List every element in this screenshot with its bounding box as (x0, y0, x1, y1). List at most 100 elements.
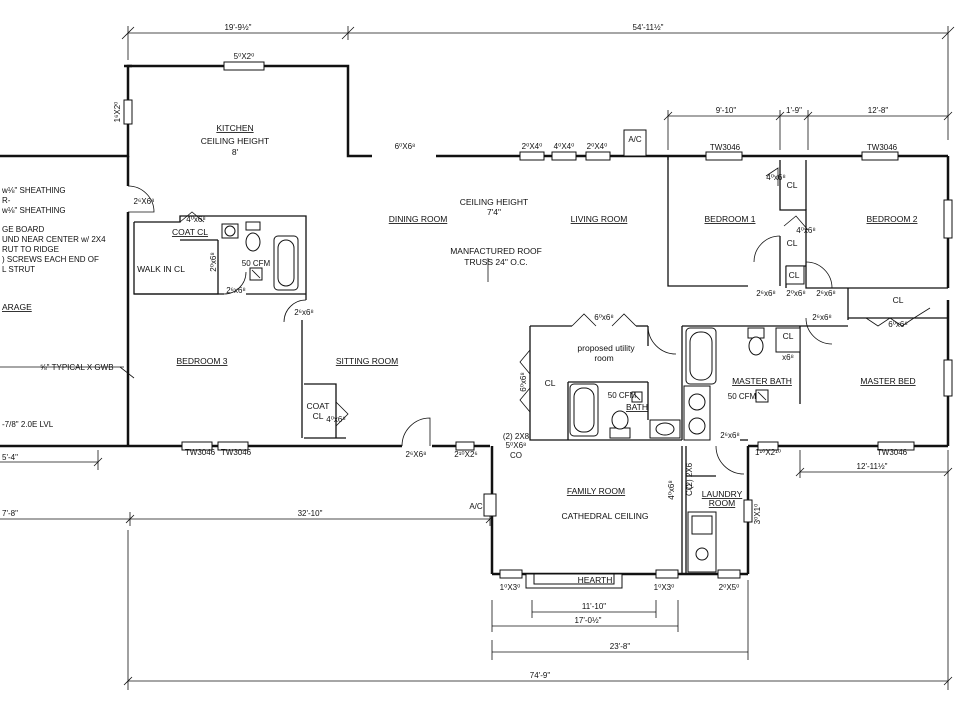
door-coat-label: 4⁰x6⁸ (186, 215, 205, 224)
bedroom-3-label: BEDROOM 3 (176, 356, 227, 366)
walk-in-closet-label: WALK IN CL (137, 264, 185, 274)
door-laundry-2-label: 2⁶x6⁸ (720, 431, 740, 440)
fixtures (221, 221, 805, 589)
dim-top-right: 54'-11½" (633, 23, 664, 32)
kitchen-ceiling-label: CEILING HEIGHT (201, 136, 269, 146)
dim-total: 74'-9" (530, 671, 551, 680)
closet-small-label: CL (789, 270, 800, 280)
dining-room-label: DINING ROOM (389, 214, 448, 224)
note-sheathing-1: w⅛" SHEATHING (1, 186, 66, 195)
dim-left-4: 5'-4" (2, 453, 18, 462)
window-bed3-b-label: TW3046 (221, 448, 252, 457)
door-util-closet-label: 6⁰x6⁸ (519, 372, 528, 391)
note-board-4: ) SCREWS EACH END OF (2, 255, 99, 264)
utility-room-label-2: room (594, 353, 613, 363)
door-closet-small-label: 2⁰x6⁸ (786, 289, 805, 298)
window-bed3-a-label: TW3046 (185, 448, 216, 457)
roof-note-2: TRUSS 24" O.C. (464, 257, 527, 267)
door-bed2-label: 2⁶x6⁸ (816, 289, 836, 298)
kitchen-label: KITCHEN (216, 123, 253, 133)
door-slider-label: 6⁰X6⁸ (395, 142, 416, 151)
note-sheathing-2: R- (2, 196, 11, 205)
dimension-lines (0, 26, 955, 690)
window-laundry-label: 3⁰X1⁰ (753, 504, 762, 525)
coat-cl-label: CL (313, 411, 324, 421)
dim-family-23: 23'-8" (610, 642, 631, 651)
dim-gap: 1'-9" (786, 106, 802, 115)
dim-hearth-11: 11'-10" (582, 602, 606, 611)
note-board-5: L STRUT (2, 265, 35, 274)
door-bed3-label: 2⁶x6⁸ (294, 308, 314, 317)
window-kitchen-label: 5⁰X2⁰ (234, 52, 255, 61)
door-util-label: 6⁰x6⁸ (594, 313, 613, 322)
hearth-label: HEARTH (578, 575, 613, 585)
coat-closet-label: COAT CL (172, 227, 208, 237)
door-bath3-label: 2⁰x6⁸ (209, 252, 218, 271)
kitchen-ceiling-value: 8' (232, 147, 239, 157)
room-labels: KITCHEN CEILING HEIGHT 8' DINING ROOM LI… (137, 123, 918, 585)
closet-bath-label: CL (783, 331, 794, 341)
dim-bedroom-2: 12'-8" (868, 106, 889, 115)
door-master-closet-label: 6⁰x6⁸ (888, 320, 907, 329)
ac-side-label: A/C (469, 502, 483, 511)
closet-util-label: CL (545, 378, 556, 388)
note-garage: ARAGE (2, 302, 32, 312)
dim-mid-32: 32'-10" (298, 509, 323, 518)
door-closet-bed1-label: 4⁰x6⁸ (766, 173, 785, 182)
note-sheathing-3: w⅛" SHEATHING (1, 206, 66, 215)
door-walkin-label: 2⁶x6⁸ (226, 286, 246, 295)
window-4x4-label: 4⁰X4⁰ (554, 142, 575, 151)
note-board-3: RUT TO RIDGE (2, 245, 59, 254)
bath-label: BATH (626, 402, 648, 412)
bedroom-1-label: BEDROOM 1 (704, 214, 755, 224)
window-bed2-label: TW3046 (867, 143, 898, 152)
door-laundry-label: 4⁰x6⁸ (667, 480, 676, 499)
door-side-label: 2⁶X6⁸ (134, 197, 155, 206)
window-master-bath-label: 1¹⁰X2¹⁰ (755, 448, 781, 457)
coat-label: COAT (307, 401, 330, 411)
note-lvl: -7/8" 2.0E LVL (2, 420, 54, 429)
window-2x4-a-label: 2⁰X4⁰ (522, 142, 543, 151)
laundry-room-label: ROOM (709, 498, 735, 508)
closet-bed1-label: CL (787, 180, 798, 190)
cased-opening-2-label: CO (685, 484, 694, 496)
dim-bedroom-1: 9'-10" (716, 106, 737, 115)
door-family-label: 5⁰X6⁸ (506, 441, 527, 450)
header-2x6-label: (2) 2X6 (685, 462, 694, 489)
door-front-label: 2⁶X6⁸ (406, 450, 427, 459)
family-room-label: FAMILY ROOM (567, 486, 625, 496)
roof-note-1: MANFACTURED ROOF (450, 246, 542, 256)
door-small-label: x6⁸ (782, 353, 794, 362)
dimension-labels: 19'-9½" 54'-11½" 9'-10" 1'-9" 12'-8" 12'… (2, 23, 888, 680)
door-coat2-label: 4⁰x6⁸ (326, 415, 345, 424)
interior-walls (133, 156, 948, 574)
fan-bath-label: 50 CFM (608, 391, 637, 400)
dim-top-left: 19'-9½" (224, 23, 251, 32)
window-kitchen-side-label: 1⁶X2⁰ (113, 102, 122, 123)
doors (127, 167, 931, 475)
ceiling-height-label: CEILING HEIGHT (460, 197, 528, 207)
master-bath-label: MASTER BATH (732, 376, 792, 386)
fan-bath3-label: 50 CFM (242, 259, 271, 268)
windows (123, 61, 953, 579)
closet-master-label: CL (893, 295, 904, 305)
window-master-label: TW3046 (877, 448, 908, 457)
left-notes: w⅛" SHEATHING R- w⅛" SHEATHING GE BOARD … (1, 186, 114, 429)
door-master-label: 2⁶x6⁸ (812, 313, 832, 322)
fan-master-label: 50 CFM (728, 392, 757, 401)
door-bed1-label: 2⁶x6⁸ (756, 289, 776, 298)
note-gwb: ⅝" TYPICAL X GWB (40, 363, 114, 372)
living-room-label: LIVING ROOM (571, 214, 628, 224)
laundry-label: LAUNDRY (702, 489, 743, 499)
opening-labels: 5⁰X2⁰ 6⁰X6⁸ 2⁶X6⁸ 2⁰X4⁰ 4⁰X4⁰ 2⁰X4⁰ A/C … (113, 52, 908, 592)
window-laundry-2-label: 2⁰X5⁰ (719, 583, 740, 592)
window-bed1-label: TW3046 (710, 143, 741, 152)
header-2x8-label: (2) 2X8 (503, 432, 530, 441)
window-hearth-left-label: 1⁰X3⁰ (500, 583, 521, 592)
closet-bed1b-label: CL (787, 238, 798, 248)
window-front-label: 2¹⁰X2⁶ (454, 450, 477, 459)
utility-room-label: proposed utility (577, 343, 635, 353)
dim-master: 12'-11½" (857, 462, 888, 471)
master-bed-label: MASTER BED (860, 376, 915, 386)
